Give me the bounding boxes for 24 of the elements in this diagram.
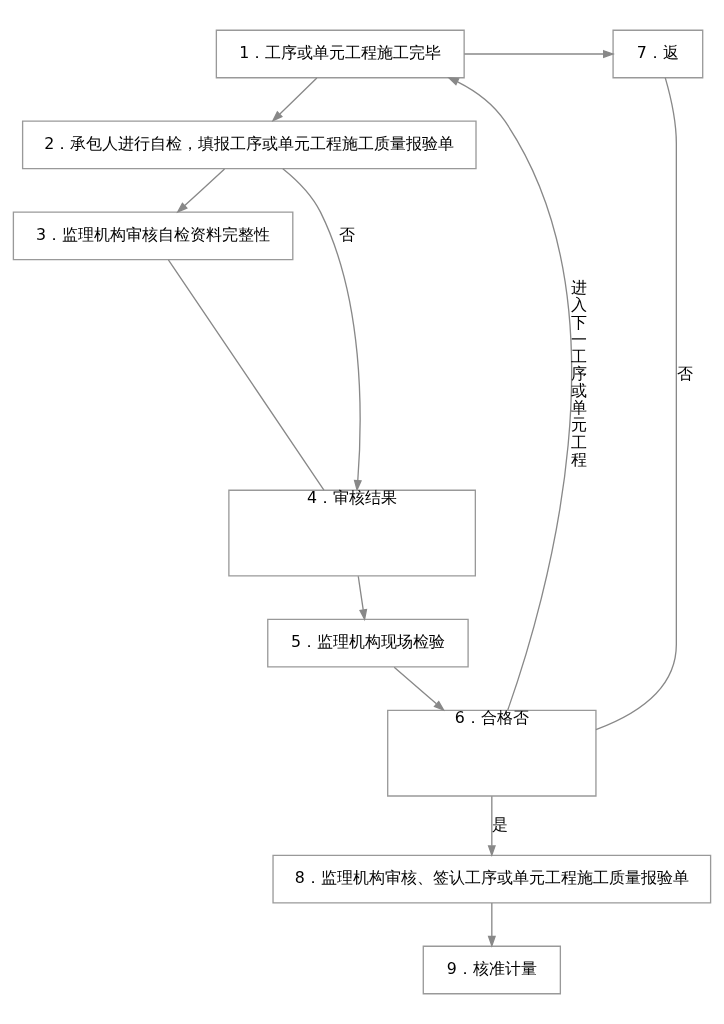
arrow [271, 77, 318, 123]
node-box: 7．返 [612, 29, 704, 79]
connector [167, 259, 325, 491]
edge-label: 否 [339, 224, 356, 244]
connector [595, 77, 677, 731]
node-box: 3．监理机构审核自检资料完整性 [12, 211, 294, 261]
arrow [463, 49, 615, 59]
node-box: 6．合格否 [387, 709, 597, 797]
node-box: 9．核准计量 [422, 945, 561, 995]
edge-label: 否 [676, 364, 693, 384]
edge-label: 进入下一工序或单元工程 [571, 278, 588, 469]
arrow [393, 666, 446, 712]
edge-label: 是 [492, 814, 509, 834]
node-box: 5．监理机构现场检验 [267, 618, 469, 668]
arrow [357, 575, 368, 622]
node-box: 8．监理机构审核、签认工序或单元工程施工质量报验单 [272, 854, 712, 904]
node-box: 2．承包人进行自检，填报工序或单元工程施工质量报验单 [21, 120, 477, 170]
arrow [447, 76, 573, 711]
node-box: 4．审核结果 [228, 489, 476, 577]
node-box: 1．工序或单元工程施工完毕 [215, 29, 465, 79]
arrow [282, 168, 362, 492]
arrow [487, 795, 496, 858]
arrow [176, 168, 226, 214]
arrow [487, 902, 496, 948]
